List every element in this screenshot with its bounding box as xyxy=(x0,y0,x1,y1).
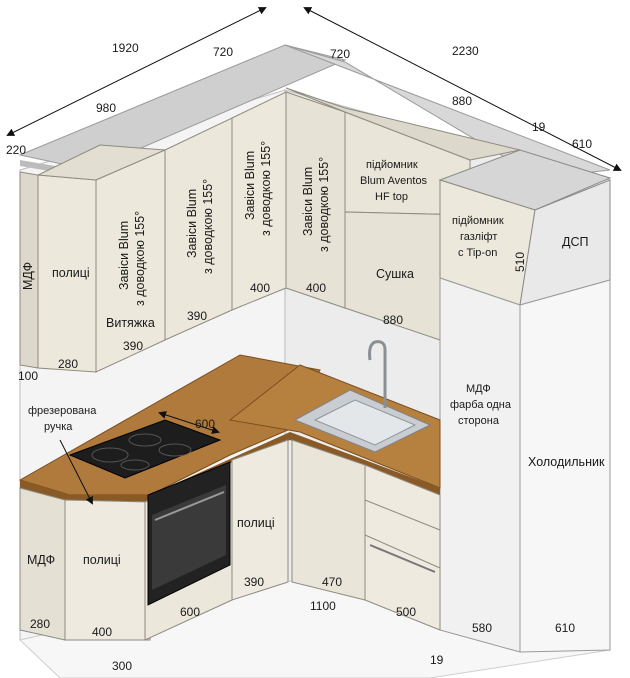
dim-220: 220 xyxy=(6,143,26,157)
dim-880-dryer: 880 xyxy=(383,313,403,327)
svg-text:з доводкою 155°: з доводкою 155° xyxy=(317,157,331,252)
dim-arrow-2230 xyxy=(303,7,622,171)
dim-390-base: 390 xyxy=(244,575,264,589)
dim-400-base: 400 xyxy=(92,625,112,639)
svg-text:Завіси Blum: Завіси Blum xyxy=(301,167,315,236)
dim-400-upper-a: 400 xyxy=(250,281,270,295)
countertop-edge xyxy=(20,432,440,502)
dim-600-oven: 600 xyxy=(180,605,200,619)
svg-text:з доводкою 155°: з доводкою 155° xyxy=(259,141,273,236)
svg-text:Завіси Blum: Завіси Blum xyxy=(117,221,131,290)
dim-arrow-handle xyxy=(59,439,93,505)
dim-390-hood: 390 xyxy=(123,339,143,353)
dim-arrow-1920 xyxy=(6,7,267,136)
dim-400-upper-b: 400 xyxy=(306,281,326,295)
label-lift-1: підйомник xyxy=(366,159,418,171)
label-gaslift-1: підйомник xyxy=(452,215,504,227)
label-chipboard: ДСП xyxy=(562,235,588,249)
mdf-side-panel xyxy=(439,277,521,653)
dim-19-bottom: 19 xyxy=(430,653,444,667)
label-lift-3: HF top xyxy=(375,191,408,203)
base-shelf-cabinet-mid xyxy=(231,439,289,601)
dim-280-upper: 280 xyxy=(58,357,78,371)
label-shelves-upper: полиці xyxy=(52,266,90,280)
label-hinges-1: Завіси Blum з доводкою 155° xyxy=(117,211,147,306)
label-hood: Витяжка xyxy=(106,316,155,330)
dim-610-top: 610 xyxy=(572,137,592,151)
svg-text:Завіси Blum: Завіси Blum xyxy=(185,189,199,258)
label-shelves-base-left: полиці xyxy=(83,553,121,567)
svg-text:з доводкою 155°: з доводкою 155° xyxy=(201,179,215,274)
label-gaslift-3: с Tip-on xyxy=(458,247,497,259)
label-mdf-paint-2: фарба одна xyxy=(450,399,512,411)
base-shelf-cabinet-left xyxy=(64,499,151,641)
dim-510: 510 xyxy=(513,252,527,272)
dim-580: 580 xyxy=(472,621,492,635)
dim-300: 300 xyxy=(112,659,132,673)
dim-280-base: 280 xyxy=(30,617,50,631)
label-gaslift-2: газліфт xyxy=(460,231,497,243)
label-fridge: Холодильник xyxy=(528,455,605,469)
label-milled-1: фрезерована xyxy=(28,405,97,417)
dim-1920: 1920 xyxy=(112,41,139,55)
label-hinges-4: Завіси Blum з доводкою 155° xyxy=(301,157,331,252)
label-shelves-base-mid: полиці xyxy=(237,516,275,530)
hob xyxy=(68,419,222,479)
dim-880-top: 880 xyxy=(452,94,472,108)
base-drawers xyxy=(364,464,441,631)
dim-610-bottom: 610 xyxy=(555,621,575,635)
dim-600-hob: 600 xyxy=(195,417,215,431)
dim-19-top: 19 xyxy=(532,120,546,134)
upper-cabinet-4 xyxy=(285,91,346,309)
dim-390-upper: 390 xyxy=(187,309,207,323)
label-hinges-2: Завіси Blum з доводкою 155° xyxy=(185,179,215,274)
dim-720-left: 720 xyxy=(213,45,233,59)
fridge-niche xyxy=(519,279,611,653)
label-mdf-base: МДФ xyxy=(27,553,55,567)
faucet xyxy=(368,340,387,408)
label-mdf-paint-1: МДФ xyxy=(466,383,491,395)
label-dryer: Сушка xyxy=(376,267,414,281)
dim-720-right: 720 xyxy=(330,47,350,61)
dim-100: 100 xyxy=(18,369,38,383)
dim-2230: 2230 xyxy=(452,44,479,58)
label-lift-2: Blum Aventos xyxy=(360,175,428,187)
svg-text:з доводкою 155°: з доводкою 155° xyxy=(133,211,147,306)
label-milled-2: ручка xyxy=(44,421,73,433)
dim-980: 980 xyxy=(96,101,116,115)
dim-1100: 1100 xyxy=(310,599,336,613)
svg-text:Завіси Blum: Завіси Blum xyxy=(243,151,257,220)
label-mdf-upper: МДФ xyxy=(21,262,35,290)
label-hinges-3: Завіси Blum з доводкою 155° xyxy=(243,141,273,236)
dim-470: 470 xyxy=(322,575,342,589)
dim-arrow-600 xyxy=(158,411,220,434)
label-mdf-paint-3: сторона xyxy=(458,415,500,427)
dim-500: 500 xyxy=(396,605,416,619)
